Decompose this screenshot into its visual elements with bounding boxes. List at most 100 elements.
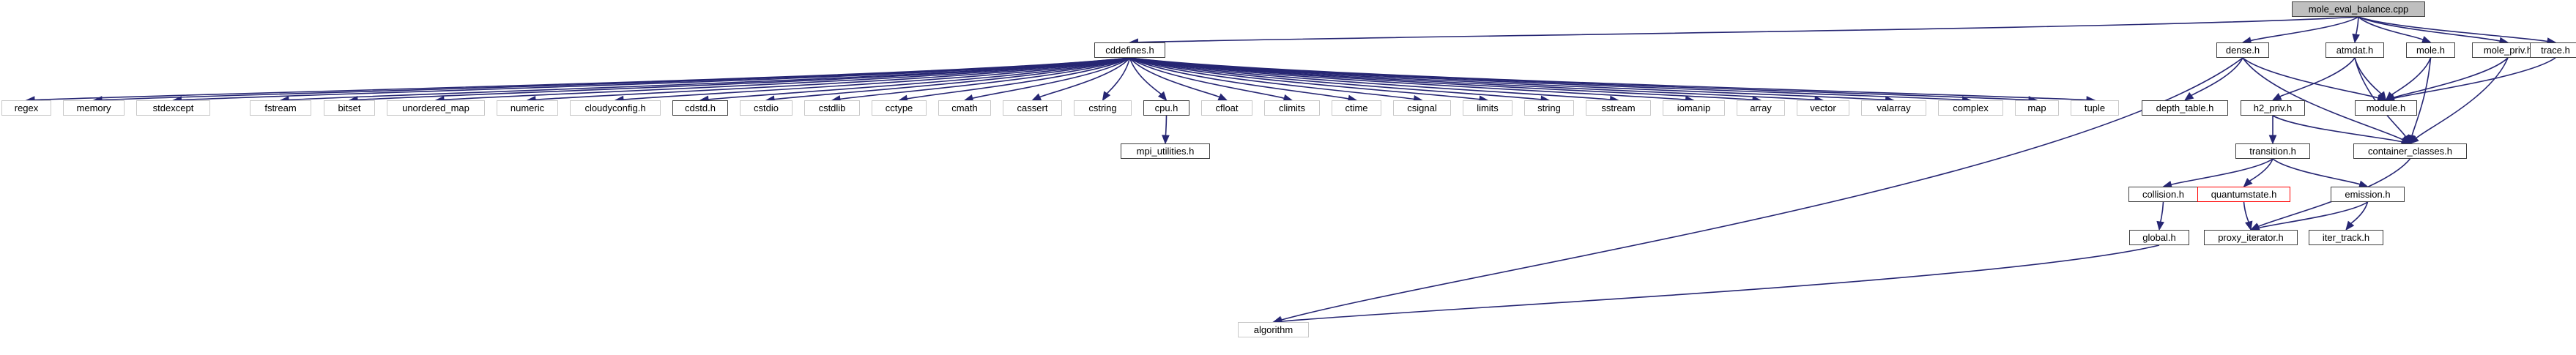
graph-edge <box>839 57 1130 100</box>
graph-node-memory[interactable]: memory <box>63 100 125 116</box>
graph-node-tuple[interactable]: tuple <box>2071 100 2119 116</box>
graph-node-label: valarray <box>1877 102 1911 113</box>
graph-node-cctype[interactable]: cctype <box>872 100 927 116</box>
graph-node-label: tuple <box>2084 102 2106 113</box>
graph-node-depth-table-h[interactable]: depth_table.h <box>2142 100 2228 116</box>
graph-node-regex[interactable]: regex <box>1 100 51 116</box>
graph-node-bitset[interactable]: bitset <box>324 100 375 116</box>
graph-node-cassert[interactable]: cassert <box>1003 100 1062 116</box>
graph-edge <box>1129 57 1611 100</box>
graph-node-label: container_classes.h <box>2368 146 2452 157</box>
graph-node-label: limits <box>1477 102 1499 113</box>
graph-node-iomanip[interactable]: iomanip <box>1663 100 1725 116</box>
graph-edge-arrowhead <box>1157 91 1168 101</box>
graph-node-collision-h[interactable]: collision.h <box>2128 187 2198 202</box>
graph-node-map[interactable]: map <box>2015 100 2059 116</box>
graph-node-label: module.h <box>2366 102 2406 113</box>
graph-edge-arrowhead <box>2156 220 2164 231</box>
graph-node-cfloat[interactable]: cfloat <box>1201 100 1252 116</box>
graph-node-limits[interactable]: limits <box>1463 100 1512 116</box>
graph-node-emission-h[interactable]: emission.h <box>2331 187 2405 202</box>
graph-node-label: string <box>1537 102 1561 113</box>
graph-node-label: complex <box>1953 102 1989 113</box>
graph-node-climits[interactable]: climits <box>1264 100 1320 116</box>
graph-edge <box>2242 57 2404 141</box>
graph-edge <box>2358 16 2548 42</box>
graph-node-label: sstream <box>1601 102 1636 113</box>
graph-node-mpi-utilities-h[interactable]: mpi_utilities.h <box>1121 143 1210 159</box>
graph-node-label: trace.h <box>2541 45 2570 56</box>
graph-node-label: cstring <box>1088 102 1117 113</box>
graph-node-quantumstate-h[interactable]: quantumstate.h <box>2197 187 2290 202</box>
graph-edge <box>2258 201 2368 229</box>
graph-edge <box>2170 158 2274 186</box>
graph-edge-arrowhead <box>1102 91 1111 102</box>
graph-edge <box>1129 57 1162 95</box>
graph-node-fstream[interactable]: fstream <box>250 100 311 116</box>
graph-edge <box>2358 16 2501 42</box>
graph-edge <box>2355 16 2359 36</box>
graph-node-label: iomanip <box>1677 102 1711 113</box>
graph-node-dense-h[interactable]: dense.h <box>2216 42 2269 58</box>
graph-edge <box>1129 57 1349 100</box>
graph-edge-arrowhead <box>2409 135 2419 144</box>
graph-node-valarray[interactable]: valarray <box>1861 100 1926 116</box>
graph-node-label: fstream <box>264 102 297 113</box>
graph-node-container-classes-h[interactable]: container_classes.h <box>2353 143 2467 159</box>
graph-edge <box>623 57 1130 100</box>
graph-node-label: proxy_iterator.h <box>2218 232 2284 243</box>
graph-node-cstring[interactable]: cstring <box>1074 100 1132 116</box>
graph-edge <box>2350 201 2369 225</box>
graph-node-proxy-iterator-h[interactable]: proxy_iterator.h <box>2204 230 2298 245</box>
graph-node-atmdat-h[interactable]: atmdat.h <box>2326 42 2384 58</box>
graph-node-iter-track-h[interactable]: iter_track.h <box>2309 230 2383 245</box>
graph-node-sstream[interactable]: sstream <box>1586 100 1651 116</box>
graph-node-mole-eval-balance-cpp[interactable]: mole_eval_balance.cpp <box>2292 1 2425 17</box>
graph-node-cloudyconfig-h[interactable]: cloudyconfig.h <box>570 100 661 116</box>
graph-node-label: climits <box>1278 102 1306 113</box>
graph-edge <box>1129 57 1542 100</box>
graph-node-transition-h[interactable]: transition.h <box>2235 143 2310 159</box>
graph-edge-arrowhead <box>2378 91 2387 102</box>
graph-node-array[interactable]: array <box>1737 100 1785 116</box>
graph-edge <box>1137 16 2359 43</box>
graph-node-unordered-map[interactable]: unordered_map <box>387 100 485 116</box>
graph-node-vector[interactable]: vector <box>1797 100 1849 116</box>
graph-edge <box>708 57 1130 100</box>
graph-node-cstdlib[interactable]: cstdlib <box>804 100 860 116</box>
graph-edge <box>2358 16 2424 41</box>
graph-node-label: quantumstate.h <box>2211 189 2277 200</box>
graph-node-label: vector <box>1810 102 1836 113</box>
graph-node-cddefines-h[interactable]: cddefines.h <box>1094 42 1165 58</box>
graph-node-numeric[interactable]: numeric <box>497 100 558 116</box>
graph-node-string[interactable]: string <box>1524 100 1574 116</box>
graph-edge <box>2191 57 2243 97</box>
graph-node-mole-h[interactable]: mole.h <box>2406 42 2455 58</box>
graph-edge <box>2393 57 2509 99</box>
graph-edge <box>2393 57 2556 100</box>
graph-node-cdstd-h[interactable]: cdstd.h <box>672 100 728 116</box>
graph-edge-arrowhead <box>2268 135 2277 145</box>
graph-node-label: iter_track.h <box>2322 232 2370 243</box>
graph-edge <box>2243 201 2250 223</box>
graph-edge <box>1281 244 2160 322</box>
graph-edge-arrowhead <box>1162 135 1170 145</box>
graph-edge-arrowhead <box>2271 92 2282 101</box>
graph-node-trace-h[interactable]: trace.h <box>2530 42 2576 58</box>
graph-node-cstdio[interactable]: cstdio <box>740 100 793 116</box>
graph-node-ctime[interactable]: ctime <box>1332 100 1381 116</box>
graph-node-h2-priv-h[interactable]: h2_priv.h <box>2241 100 2305 116</box>
graph-edge <box>2416 57 2509 139</box>
graph-node-algorithm[interactable]: algorithm <box>1238 322 1309 337</box>
graph-node-module-h[interactable]: module.h <box>2355 100 2417 116</box>
graph-edge <box>907 57 1130 100</box>
graph-node-csignal[interactable]: csignal <box>1393 100 1451 116</box>
graph-node-complex[interactable]: complex <box>1938 100 2003 116</box>
graph-node-cmath[interactable]: cmath <box>938 100 991 116</box>
graph-node-stdexcept[interactable]: stdexcept <box>136 100 210 116</box>
graph-node-cpu-h[interactable]: cpu.h <box>1143 100 1189 116</box>
graph-edge-arrowhead <box>2183 91 2194 101</box>
graph-node-global-h[interactable]: global.h <box>2129 230 2189 245</box>
graph-edge <box>1129 57 1220 98</box>
